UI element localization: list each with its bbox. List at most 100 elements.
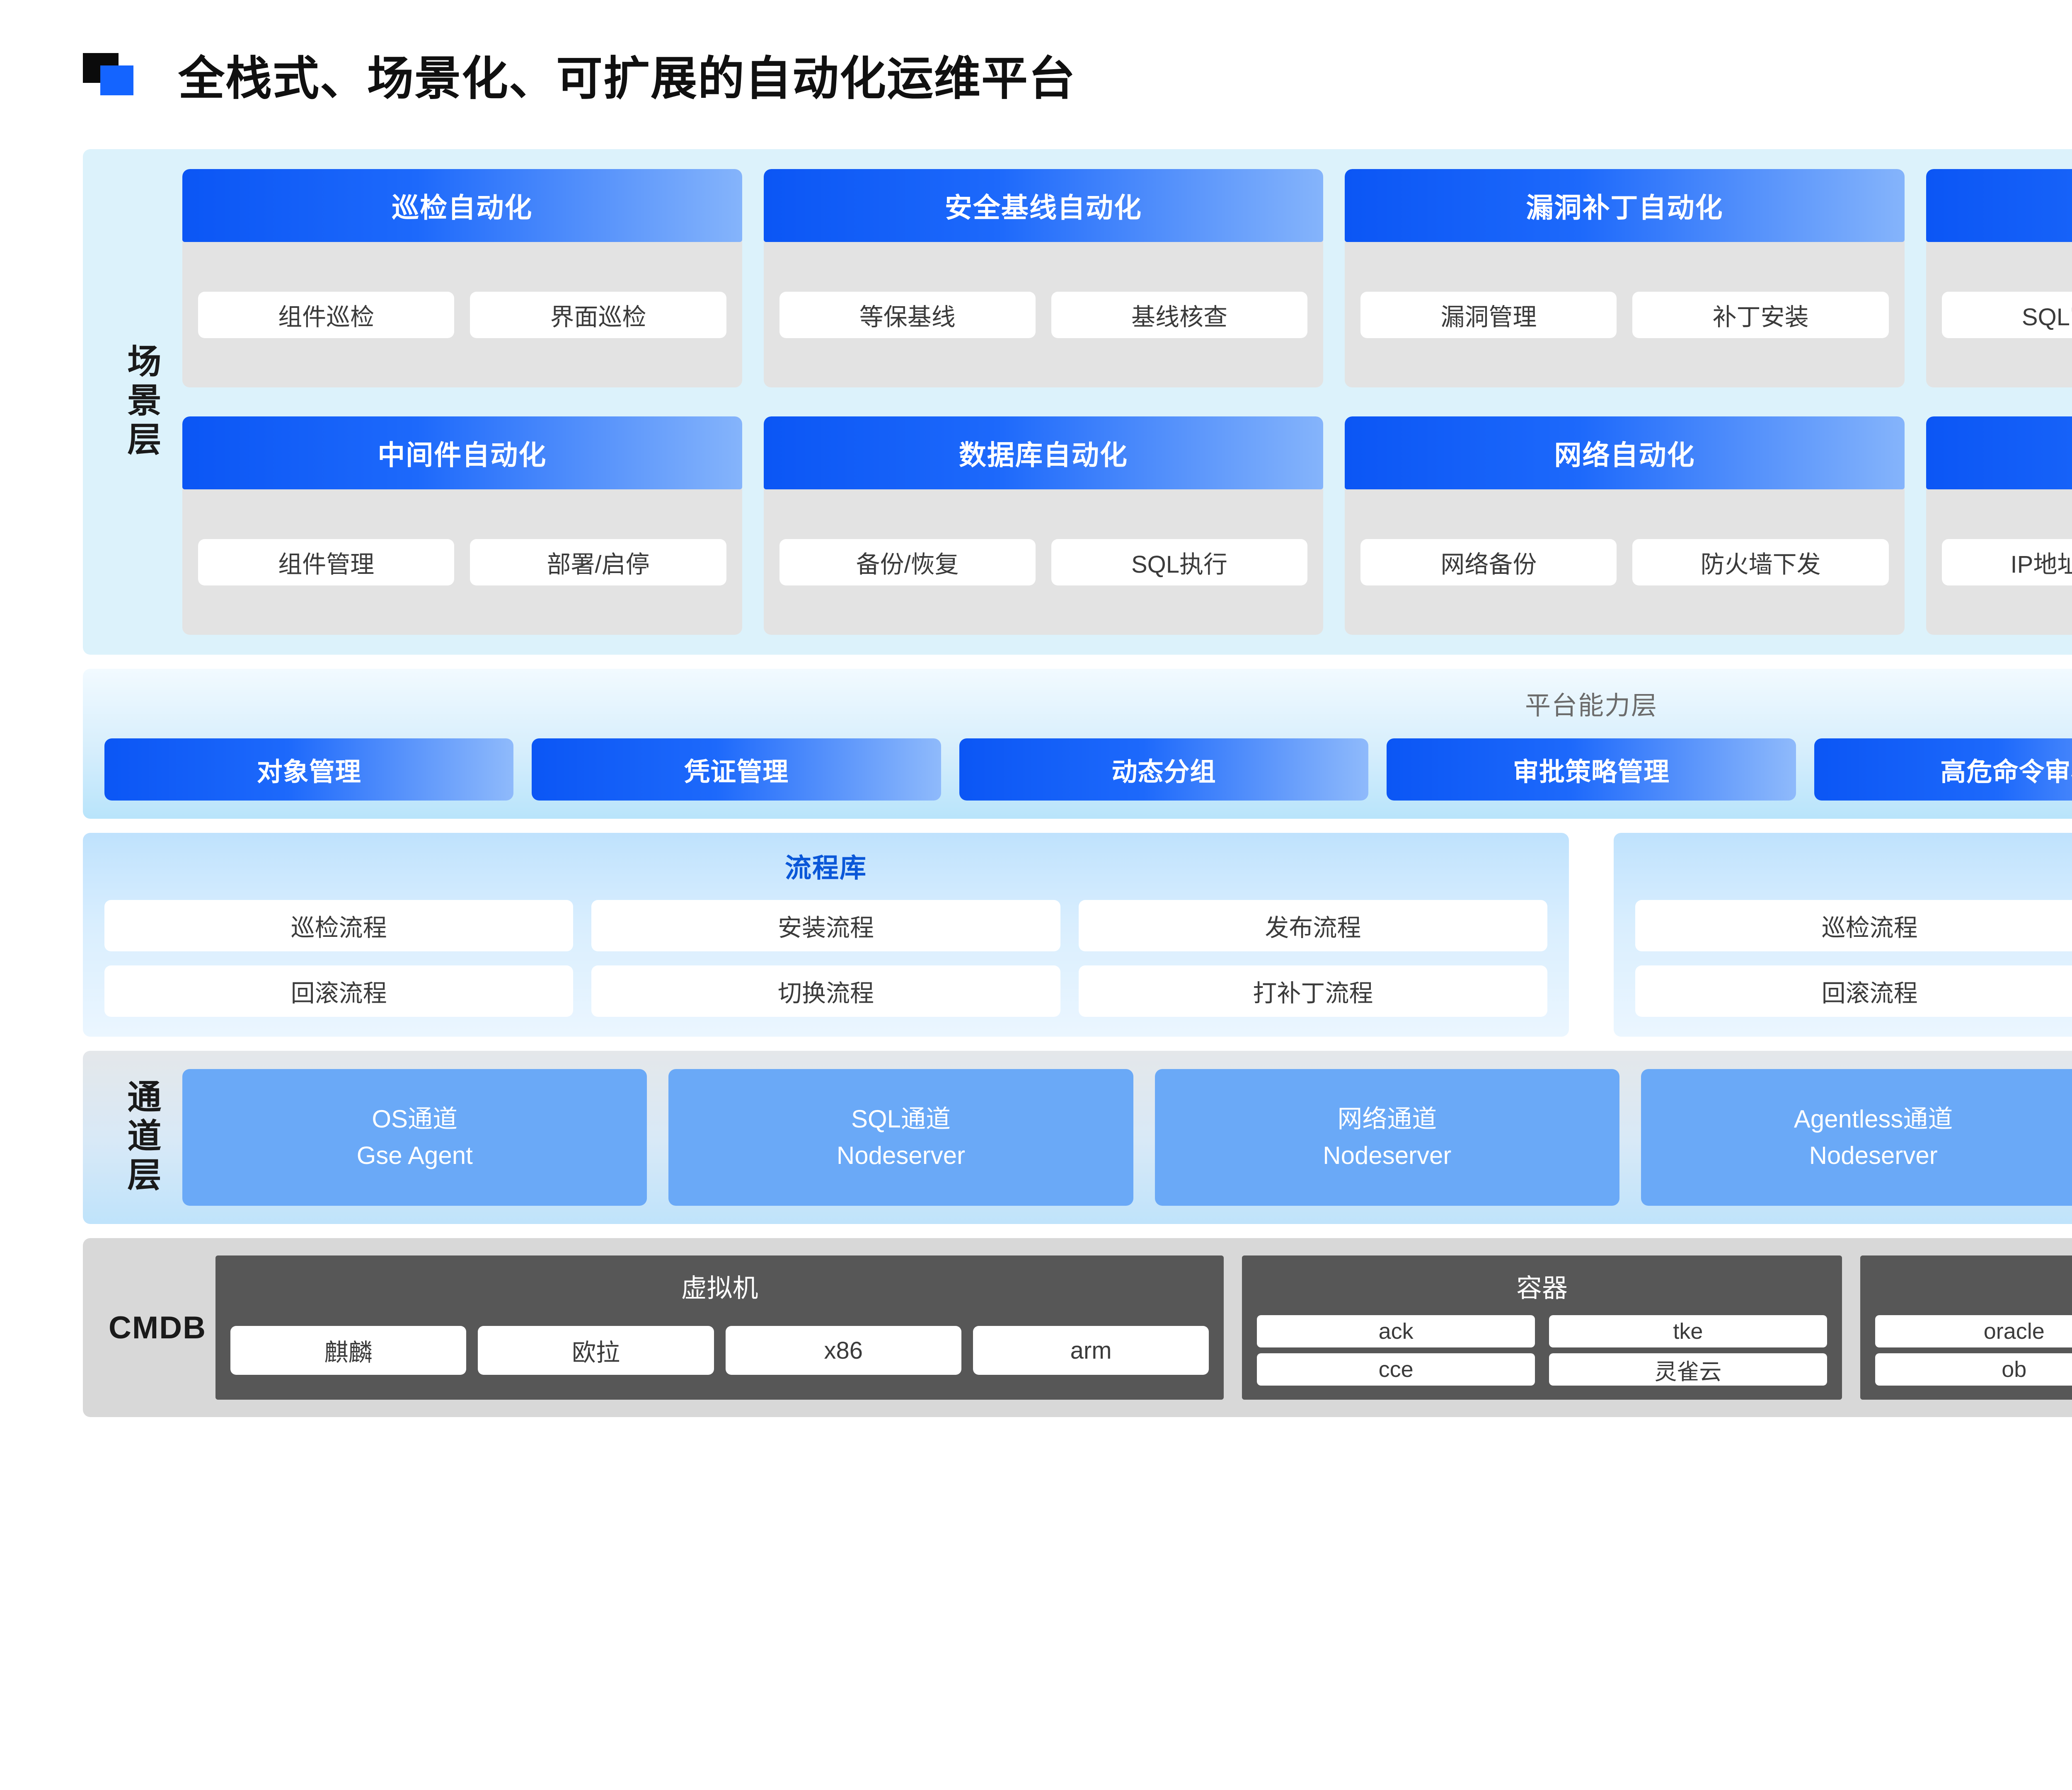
channel-layer: 通道层 OS通道 Gse Agent SQL通道 Nodeserver 网络通道…: [83, 1051, 2072, 1224]
cmdb-group-database: 数据库 oracle mysql ob 达梦: [1860, 1255, 2072, 1400]
scene-chip[interactable]: 组件巡检: [198, 291, 455, 338]
scene-card-title: IP自动化: [1926, 416, 2072, 489]
cmdb-group-items: oracle mysql ob 达梦: [1875, 1315, 2072, 1386]
platform-item-credential-management[interactable]: 凭证管理: [532, 738, 941, 801]
channel-impl: Gse Agent: [356, 1142, 473, 1169]
cmdb-layer: CMDB 虚拟机 麒麟 欧拉 x86 arm 容器 ack tke cce 灵雀…: [83, 1238, 2072, 1417]
scene-chip[interactable]: 网络备份: [1360, 539, 1617, 585]
channel-card-os[interactable]: OS通道 Gse Agent: [182, 1069, 647, 1206]
cmdb-item[interactable]: cce: [1257, 1353, 1535, 1386]
scene-chip[interactable]: 漏洞管理: [1360, 291, 1617, 338]
scene-column: 取数查数自动化 SQL审核 数据导出 IP自动化 IP地址管理 IP自动扫描: [1926, 169, 2072, 635]
scene-layer-label: 场景层: [122, 343, 160, 460]
scene-card[interactable]: 网络自动化 网络备份 防火墙下发: [1345, 416, 1905, 635]
cmdb-item[interactable]: ack: [1257, 1315, 1535, 1347]
channel-name: SQL通道: [851, 1105, 951, 1133]
platform-item-approval-policy[interactable]: 审批策略管理: [1387, 738, 1796, 801]
channel-layer-label: 通道层: [122, 1079, 160, 1196]
scene-chip[interactable]: 防火墙下发: [1632, 539, 1889, 585]
cmdb-group-items: ack tke cce 灵雀云: [1257, 1315, 1827, 1386]
title-marker-icon: [83, 53, 138, 96]
scene-card-body: 等保基线 基线核查: [764, 242, 1324, 387]
scene-card-body: SQL审核 数据导出: [1926, 242, 2072, 387]
cmdb-item[interactable]: 欧拉: [478, 1326, 714, 1375]
library-item[interactable]: 打补丁流程: [1078, 965, 1547, 1017]
cmdb-item[interactable]: arm: [973, 1326, 1209, 1375]
cmdb-groups: 虚拟机 麒麟 欧拉 x86 arm 容器 ack tke cce 灵雀云 数: [215, 1255, 2072, 1400]
library-item[interactable]: 回滚流程: [104, 965, 574, 1017]
process-library-title: 流程库: [785, 853, 867, 883]
channel-card-network[interactable]: 网络通道 Nodeserver: [1155, 1069, 1619, 1206]
cmdb-group-virtual-machine: 虚拟机 麒麟 欧拉 x86 arm: [215, 1255, 1224, 1400]
marker-blue-square: [100, 65, 133, 95]
cmdb-item[interactable]: x86: [725, 1326, 961, 1375]
process-library: 流程库 巡检流程 安装流程 发布流程 回滚流程 切换流程 打补丁流程: [83, 833, 1569, 1037]
scene-chip[interactable]: 备份/恢复: [779, 539, 1036, 585]
channel-card-agentless[interactable]: Agentless通道 Nodeserver: [1641, 1069, 2072, 1206]
scene-card[interactable]: 巡检自动化 组件巡检 界面巡检: [182, 169, 742, 387]
scene-chip[interactable]: 界面巡检: [470, 291, 726, 338]
library-item[interactable]: 回滚流程: [1635, 965, 2072, 1017]
library-item[interactable]: 巡检流程: [1635, 900, 2072, 951]
platform-layer-title: 平台能力层: [1525, 692, 1658, 720]
platform-item-object-management[interactable]: 对象管理: [104, 738, 514, 801]
scene-card-title: 网络自动化: [1345, 416, 1905, 489]
scene-columns: 巡检自动化 组件巡检 界面巡检 中间件自动化 组件管理 部署/启停: [182, 169, 2072, 635]
cmdb-item[interactable]: 灵雀云: [1549, 1353, 1827, 1386]
scene-card-title: 中间件自动化: [182, 416, 742, 489]
scene-card-title: 巡检自动化: [182, 169, 742, 242]
scene-chip[interactable]: 补丁安装: [1632, 291, 1889, 338]
scene-card[interactable]: 数据库自动化 备份/恢复 SQL执行: [763, 416, 1324, 635]
architecture-board: 场景层 巡检自动化 组件巡检 界面巡检 中间件自动化 组件管理 部署/启停: [0, 149, 2072, 1417]
cmdb-item[interactable]: tke: [1549, 1315, 1827, 1347]
channel-impl: Nodeserver: [1809, 1142, 1938, 1169]
scene-card-body: 备份/恢复 SQL执行: [764, 489, 1324, 635]
scene-layer: 场景层 巡检自动化 组件巡检 界面巡检 中间件自动化 组件管理 部署/启停: [83, 149, 2072, 655]
scene-card-body: 组件管理 部署/启停: [182, 489, 742, 635]
channel-cards: OS通道 Gse Agent SQL通道 Nodeserver 网络通道 Nod…: [182, 1069, 2072, 1206]
scene-card-body: IP地址管理 IP自动扫描: [1926, 489, 2072, 635]
channel-impl: Nodeserver: [836, 1142, 966, 1169]
scene-card[interactable]: IP自动化 IP地址管理 IP自动扫描: [1926, 416, 2072, 635]
scene-card[interactable]: 取数查数自动化 SQL审核 数据导出: [1926, 169, 2072, 387]
script-library-title: 脚本/原子库: [1635, 847, 2072, 885]
scene-column: 漏洞补丁自动化 漏洞管理 补丁安装 网络自动化 网络备份 防火墙下发: [1345, 169, 1905, 635]
scene-card-body: 漏洞管理 补丁安装: [1345, 242, 1905, 387]
scene-card[interactable]: 漏洞补丁自动化 漏洞管理 补丁安装: [1345, 169, 1905, 387]
page-header: 全栈式、场景化、可扩展的自动化运维平台 嘉为蓝鲸: [0, 0, 2072, 149]
scene-card[interactable]: 安全基线自动化 等保基线 基线核查: [763, 169, 1324, 387]
cmdb-item[interactable]: ob: [1875, 1353, 2072, 1386]
cmdb-item[interactable]: oracle: [1875, 1315, 2072, 1347]
scene-chip[interactable]: 等保基线: [779, 291, 1036, 338]
channel-impl: Nodeserver: [1323, 1142, 1452, 1169]
scene-chip[interactable]: 组件管理: [198, 539, 455, 585]
library-item[interactable]: 安装流程: [591, 900, 1060, 951]
channel-name: Agentless通道: [1794, 1105, 1953, 1133]
channel-card-sql[interactable]: SQL通道 Nodeserver: [668, 1069, 1133, 1206]
scene-chip[interactable]: 部署/启停: [470, 539, 726, 585]
cmdb-item[interactable]: 麒麟: [230, 1326, 467, 1375]
cmdb-label: CMDB: [109, 1310, 206, 1345]
library-item[interactable]: 巡检流程: [104, 900, 574, 951]
scene-column: 巡检自动化 组件巡检 界面巡检 中间件自动化 组件管理 部署/启停: [182, 169, 742, 635]
scene-card-title: 取数查数自动化: [1926, 169, 2072, 242]
cmdb-group-title: 容器: [1516, 1274, 1568, 1303]
library-item[interactable]: 发布流程: [1078, 900, 1547, 951]
scene-card-title: 漏洞补丁自动化: [1345, 169, 1905, 242]
scene-card-body: 组件巡检 界面巡检: [182, 242, 742, 387]
channel-name: 网络通道: [1337, 1105, 1437, 1133]
cmdb-group-container: 容器 ack tke cce 灵雀云: [1242, 1255, 1842, 1400]
platform-item-high-risk-command-audit[interactable]: 高危命令审核: [1814, 738, 2072, 801]
scene-card-title: 数据库自动化: [763, 416, 1324, 489]
channel-name: OS通道: [372, 1105, 458, 1133]
scene-chip[interactable]: IP地址管理: [1941, 539, 2072, 585]
scene-chip[interactable]: SQL审核: [1941, 291, 2072, 338]
library-item[interactable]: 切换流程: [591, 965, 1060, 1017]
cmdb-group-items: 麒麟 欧拉 x86 arm: [230, 1315, 1209, 1386]
scene-chip[interactable]: SQL执行: [1051, 539, 1308, 585]
platform-item-dynamic-grouping[interactable]: 动态分组: [959, 738, 1369, 801]
scene-card[interactable]: 中间件自动化 组件管理 部署/启停: [182, 416, 742, 635]
scene-column: 安全基线自动化 等保基线 基线核查 数据库自动化 备份/恢复 SQL执行: [763, 169, 1324, 635]
scene-chip[interactable]: 基线核查: [1051, 291, 1308, 338]
script-atom-library: 脚本/原子库 巡检流程 安装流程 发布流程 回滚流程 切换流程 打补丁流程: [1614, 833, 2072, 1037]
